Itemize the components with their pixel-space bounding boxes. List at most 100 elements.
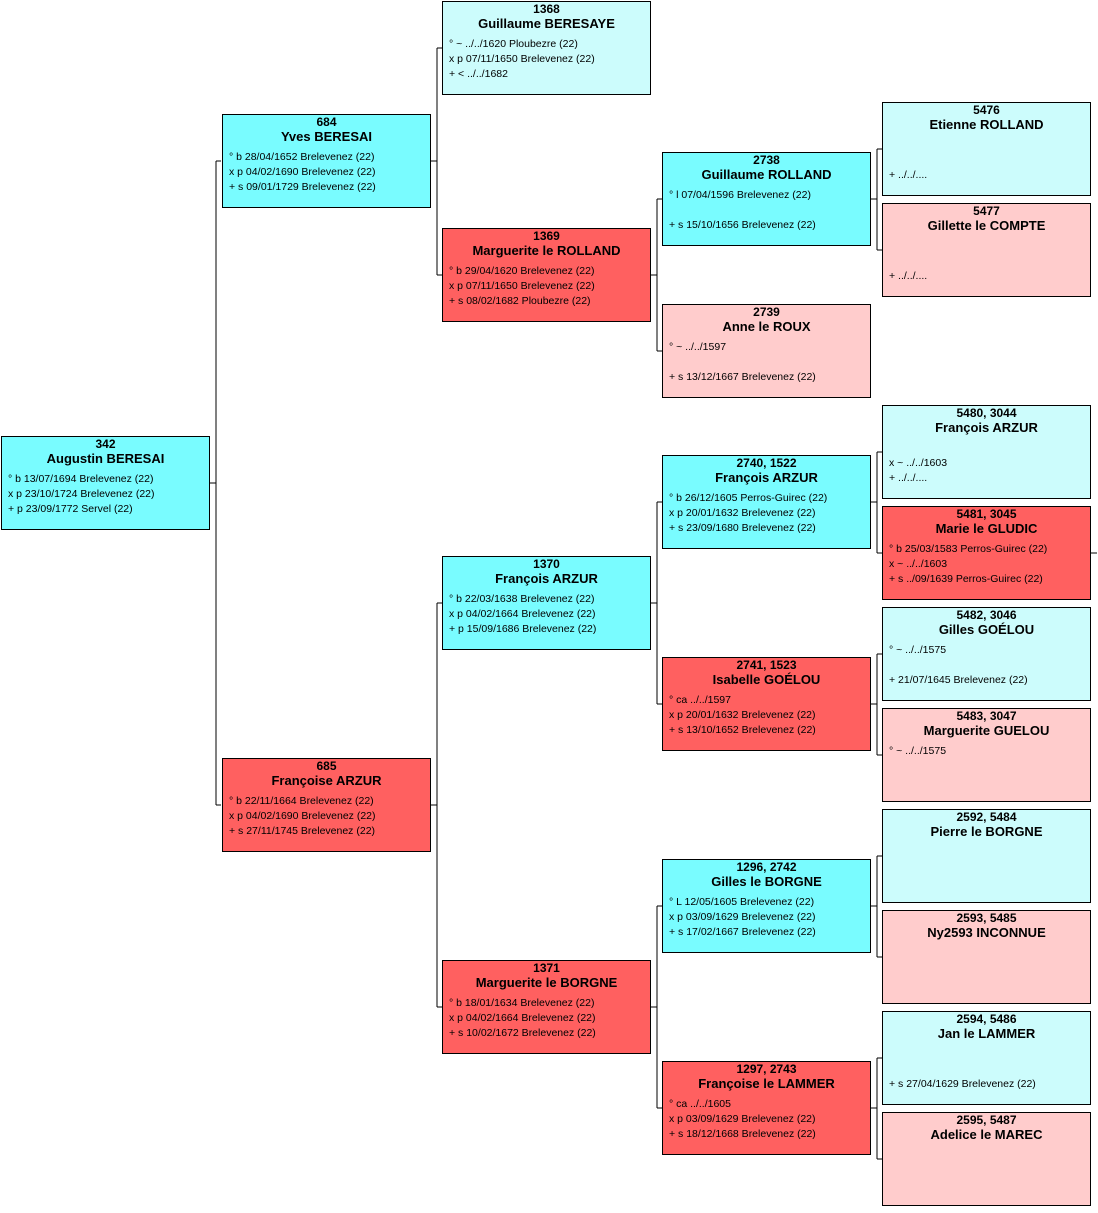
person-box-5483[interactable]: 5483, 3047 Marguerite GUELOU ° ~ ../../1…	[882, 708, 1091, 802]
sosa-number: 5480, 3044	[956, 406, 1017, 420]
sosa-number: 1296, 2742	[736, 860, 797, 874]
birth-event: ° b 18/01/1634 Brelevenez (22)	[449, 997, 595, 1009]
person-name: Yves BERESAI	[280, 129, 373, 144]
person-box-2739[interactable]: 2739 Anne le ROUX ° ~ ../../1597 + s 13/…	[662, 304, 871, 398]
marriage-event: x p 07/11/1650 Brelevenez (22)	[449, 280, 595, 292]
death-event: + s 09/01/1729 Brelevenez (22)	[229, 181, 376, 193]
person-box-5486[interactable]: 2594, 5486 Jan le LAMMER + s 27/04/1629 …	[882, 1011, 1091, 1105]
sosa-number: 5476	[973, 103, 1000, 117]
sosa-number: 5482, 3046	[956, 608, 1017, 622]
person-name: Françoise ARZUR	[271, 773, 382, 788]
birth-event: ° ca ../../1605	[669, 1098, 731, 1110]
sosa-number: 5477	[973, 204, 1000, 218]
person-name: Marie le GLUDIC	[935, 521, 1038, 536]
marriage-event: x p 04/02/1690 Brelevenez (22)	[229, 810, 376, 822]
person-box-684[interactable]: 684 Yves BERESAI ° b 28/04/1652 Breleven…	[222, 114, 431, 208]
marriage-event: x p 20/01/1632 Brelevenez (22)	[669, 507, 816, 519]
marriage-event: x p 04/02/1690 Brelevenez (22)	[229, 166, 376, 178]
person-name: Ny2593 INCONNUE	[927, 925, 1046, 940]
person-box-5477[interactable]: 5477 Gillette le COMPTE + ../../....	[882, 203, 1091, 297]
sosa-number: 2739	[753, 305, 780, 319]
death-event: + s 23/09/1680 Brelevenez (22)	[669, 522, 816, 534]
person-name: Jan le LAMMER	[937, 1026, 1036, 1041]
person-box-5482[interactable]: 5482, 3046 Gilles GOÉLOU ° ~ ../../1575 …	[882, 607, 1091, 701]
death-event: + s 13/12/1667 Brelevenez (22)	[669, 371, 816, 383]
person-name: Gillette le COMPTE	[927, 218, 1046, 233]
death-event: + ../../....	[889, 472, 928, 484]
birth-event: ° ca ../../1597	[669, 694, 731, 706]
person-name: Marguerite le ROLLAND	[472, 243, 621, 258]
birth-event: ° b 22/03/1638 Brelevenez (22)	[449, 593, 595, 605]
sosa-number: 2593, 5485	[956, 911, 1017, 925]
birth-event: ° l 07/04/1596 Brelevenez (22)	[669, 189, 811, 201]
birth-event: ° b 25/03/1583 Perros-Guirec (22)	[889, 543, 1048, 555]
marriage-event: x ~ ../../1603	[889, 457, 948, 469]
birth-event: ° L 12/05/1605 Brelevenez (22)	[669, 896, 815, 908]
person-name: Guillaume ROLLAND	[701, 167, 832, 182]
person-box-2738[interactable]: 2738 Guillaume ROLLAND ° l 07/04/1596 Br…	[662, 152, 871, 246]
person-box-5485[interactable]: 2593, 5485 Ny2593 INCONNUE	[882, 910, 1091, 1004]
death-event: + ../../....	[889, 270, 928, 282]
person-box-1370[interactable]: 1370 François ARZUR ° b 22/03/1638 Brele…	[442, 556, 651, 650]
person-name: Pierre le BORGNE	[930, 824, 1043, 839]
sosa-number: 5483, 3047	[956, 709, 1017, 723]
person-name: François ARZUR	[715, 470, 818, 485]
person-name: Gilles GOÉLOU	[938, 622, 1035, 637]
person-name: Marguerite GUELOU	[923, 723, 1050, 738]
person-name: Etienne ROLLAND	[929, 117, 1044, 132]
death-event: + s 13/10/1652 Brelevenez (22)	[669, 724, 816, 736]
person-name: François ARZUR	[935, 420, 1038, 435]
sosa-number: 2592, 5484	[956, 810, 1017, 824]
sosa-number: 1368	[533, 2, 560, 16]
marriage-event: x p 07/11/1650 Brelevenez (22)	[449, 53, 595, 65]
sosa-number: 1370	[533, 557, 560, 571]
death-event: + s 10/02/1672 Brelevenez (22)	[449, 1027, 596, 1039]
person-box-5481[interactable]: 5481, 3045 Marie le GLUDIC ° b 25/03/158…	[882, 506, 1091, 600]
birth-event: ° b 13/07/1694 Brelevenez (22)	[8, 473, 154, 485]
marriage-event: x p 23/10/1724 Brelevenez (22)	[8, 488, 155, 500]
person-box-5487[interactable]: 2595, 5487 Adelice le MAREC	[882, 1112, 1091, 1206]
person-name: Adelice le MAREC	[930, 1127, 1043, 1142]
death-event: + s 08/02/1682 Ploubezre (22)	[449, 295, 591, 307]
person-box-5484[interactable]: 2592, 5484 Pierre le BORGNE	[882, 809, 1091, 903]
death-event: + s 27/04/1629 Brelevenez (22)	[889, 1078, 1036, 1090]
birth-event: ° b 28/04/1652 Brelevenez (22)	[229, 151, 375, 163]
sosa-number: 2741, 1523	[736, 658, 797, 672]
marriage-event: x p 20/01/1632 Brelevenez (22)	[669, 709, 816, 721]
person-box-1368[interactable]: 1368 Guillaume BERESAYE ° ~ ../../1620 P…	[442, 1, 651, 95]
death-event: + ../../....	[889, 169, 928, 181]
death-event: + < ../../1682	[449, 68, 508, 80]
death-event: + p 23/09/1772 Servel (22)	[8, 503, 133, 515]
person-box-5476[interactable]: 5476 Etienne ROLLAND + ../../....	[882, 102, 1091, 196]
death-event: + s ../09/1639 Perros-Guirec (22)	[889, 573, 1043, 585]
sosa-number: 2595, 5487	[956, 1113, 1017, 1127]
sosa-number: 342	[95, 437, 116, 451]
birth-event: ° ~ ../../1620 Ploubezre (22)	[449, 38, 578, 50]
person-name: Augustin BERESAI	[46, 451, 165, 466]
person-box-2742[interactable]: 1296, 2742 Gilles le BORGNE ° L 12/05/16…	[662, 859, 871, 953]
person-box-2741[interactable]: 2741, 1523 Isabelle GOÉLOU ° ca ../../15…	[662, 657, 871, 751]
person-box-1369[interactable]: 1369 Marguerite le ROLLAND ° b 29/04/162…	[442, 228, 651, 322]
person-name: Guillaume BERESAYE	[478, 16, 615, 31]
sosa-number: 2738	[753, 153, 780, 167]
person-name: Anne le ROUX	[722, 319, 811, 334]
sosa-number: 1369	[533, 229, 560, 243]
marriage-event: x p 03/09/1629 Brelevenez (22)	[669, 911, 816, 923]
marriage-event: x p 04/02/1664 Brelevenez (22)	[449, 1012, 596, 1024]
death-event: + s 17/02/1667 Brelevenez (22)	[669, 926, 816, 938]
birth-event: ° b 26/12/1605 Perros-Guirec (22)	[669, 492, 828, 504]
sosa-number: 2740, 1522	[736, 456, 797, 470]
person-box-685[interactable]: 685 Françoise ARZUR ° b 22/11/1664 Brele…	[222, 758, 431, 852]
sosa-number: 684	[316, 115, 337, 129]
birth-event: ° b 22/11/1664 Brelevenez (22)	[229, 795, 374, 807]
person-box-342[interactable]: 342 Augustin BERESAI ° b 13/07/1694 Brel…	[1, 436, 210, 530]
death-event: + s 15/10/1656 Brelevenez (22)	[669, 219, 816, 231]
birth-event: ° ~ ../../1575	[889, 644, 947, 656]
person-box-2743[interactable]: 1297, 2743 Françoise le LAMMER ° ca ../.…	[662, 1061, 871, 1155]
death-event: + s 18/12/1668 Brelevenez (22)	[669, 1128, 816, 1140]
person-box-5480[interactable]: 5480, 3044 François ARZUR x ~ ../../1603…	[882, 405, 1091, 499]
marriage-event: x ~ ../../1603	[889, 558, 948, 570]
person-box-1371[interactable]: 1371 Marguerite le BORGNE ° b 18/01/1634…	[442, 960, 651, 1054]
person-box-2740[interactable]: 2740, 1522 François ARZUR ° b 26/12/1605…	[662, 455, 871, 549]
